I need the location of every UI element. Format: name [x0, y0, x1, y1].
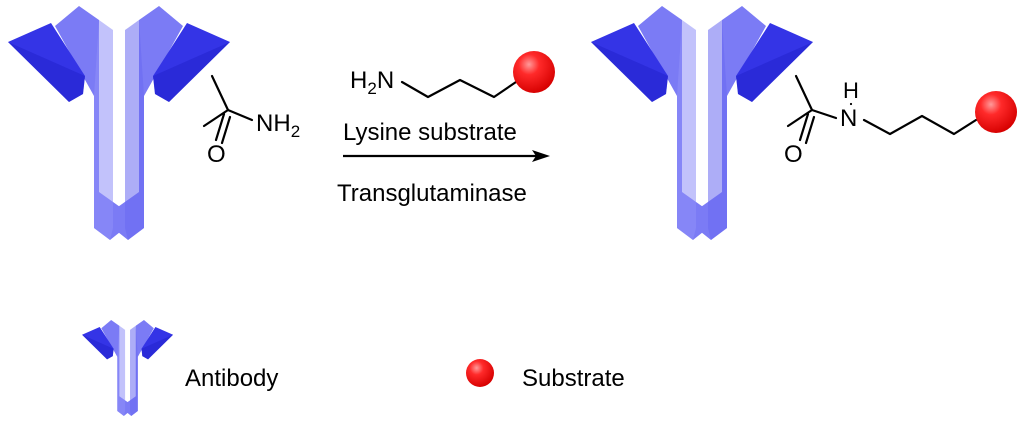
antibody-icon: [591, 6, 813, 240]
product-amide-n: N: [840, 105, 857, 132]
substrate-sphere-icon: [513, 51, 555, 93]
product-amide-bond: [786, 74, 814, 128]
product-carbonyl-bond-1: [798, 112, 810, 142]
catalyst-label: Transglutaminase: [337, 180, 527, 207]
antibody-reactant: O NH2: [8, 6, 300, 240]
carbonyl-bond-1: [214, 112, 226, 142]
antibody-product: O N H: [591, 6, 1017, 240]
reaction-arrow: [343, 150, 550, 162]
antibody-icon: [82, 320, 174, 416]
substrate-sphere-icon: [975, 91, 1017, 133]
product-chain-bonds: [862, 114, 978, 136]
amide-bond: [202, 74, 230, 128]
product-amide-h: H: [843, 78, 859, 103]
amine-group: H2N: [350, 67, 394, 98]
reagent-label: Lysine substrate: [343, 119, 517, 146]
product-c-n-bond: [810, 108, 838, 120]
legend: Antibody Substrate: [82, 320, 625, 416]
lysine-substrate-structure: H2N: [350, 51, 555, 99]
product-carbonyl-bond-2: [804, 115, 816, 145]
carbonyl-oxygen: O: [207, 141, 226, 168]
substrate-sphere-icon: [466, 359, 494, 387]
legend-substrate-label: Substrate: [522, 365, 625, 392]
carbonyl-bond-2: [220, 115, 232, 145]
product-carbonyl-oxygen: O: [784, 141, 803, 168]
legend-antibody-label: Antibody: [185, 365, 278, 392]
amide-c-n-bond: [226, 108, 254, 122]
antibody-icon: [8, 6, 230, 240]
amide-nh2: NH2: [256, 110, 300, 141]
lysine-chain-bonds: [400, 78, 518, 99]
